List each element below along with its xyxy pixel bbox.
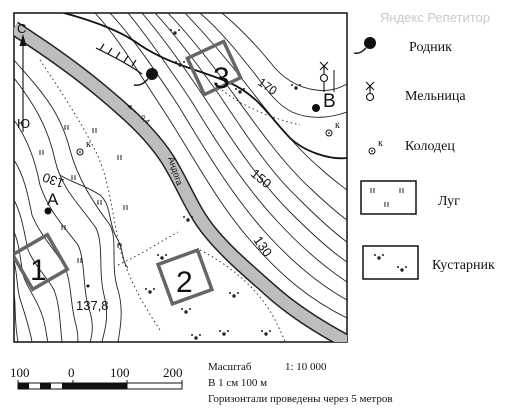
well-icon: к (325, 120, 340, 137)
legend: Родник Мельница к Колодец Луг Кустарник (353, 37, 495, 280)
river-current: 0,4 (139, 114, 151, 126)
contour-lines-left (14, 59, 129, 342)
spot-height-label: 137,8 (76, 298, 109, 313)
svg-text:1: 1 (30, 254, 47, 287)
point-a-marker (44, 207, 52, 215)
scale-cm: В 1 см 100 м (208, 377, 267, 389)
scale-tick-label: 100 (10, 365, 30, 380)
svg-text:к: к (86, 139, 91, 150)
legend-meadow-label: Луг (438, 194, 460, 209)
scale-title: Масштаб (208, 361, 252, 373)
spot-height-marker (86, 284, 90, 288)
scale-tick-label: 0 (68, 365, 75, 380)
legend-well-icon: к (368, 138, 383, 155)
svg-text:С: С (17, 21, 26, 36)
svg-text:Ю: Ю (17, 116, 30, 131)
svg-text:к: к (335, 120, 340, 131)
watermark: Яндекс Репетитор (380, 10, 490, 25)
dotted-paths (39, 59, 301, 342)
plot-1: 1 (14, 232, 70, 292)
well-icon: к (76, 139, 91, 156)
point-b-marker (312, 104, 320, 112)
scale-tick-label: 200 (163, 365, 183, 380)
legend-mill-icon (365, 81, 375, 102)
contour-label-130-left: 130 (41, 170, 67, 192)
svg-text:3: 3 (213, 62, 230, 95)
legend-spring-label: Родник (409, 40, 452, 55)
current-arrow-icon (127, 105, 137, 113)
contour-lines-right (94, 13, 347, 319)
legend-well-label: Колодец (405, 139, 455, 154)
plot-3: 3 (185, 39, 243, 97)
svg-text:2: 2 (176, 266, 193, 299)
scale-tick-label: 100 (110, 365, 130, 380)
mill-icon (319, 61, 335, 92)
scale-contour-note: Горизонтали проведены через 5 метров (208, 393, 393, 405)
scale-bar: 100 0 100 200 (10, 365, 183, 390)
legend-spring-icon (353, 37, 376, 54)
scale-ratio: 1: 10 000 (285, 361, 327, 373)
legend-meadow-box (360, 180, 417, 215)
cliff (95, 43, 143, 75)
spring-icon (133, 68, 158, 86)
point-b-label: B (323, 91, 336, 112)
svg-text:к: к (378, 138, 383, 149)
north-arrow: С Ю (17, 21, 30, 132)
legend-shrub-box (362, 245, 419, 280)
plot-2: 2 (155, 247, 215, 307)
legend-mill-label: Мельница (405, 89, 466, 104)
point-a-label: A (47, 190, 59, 209)
legend-shrub-label: Кустарник (432, 258, 495, 273)
